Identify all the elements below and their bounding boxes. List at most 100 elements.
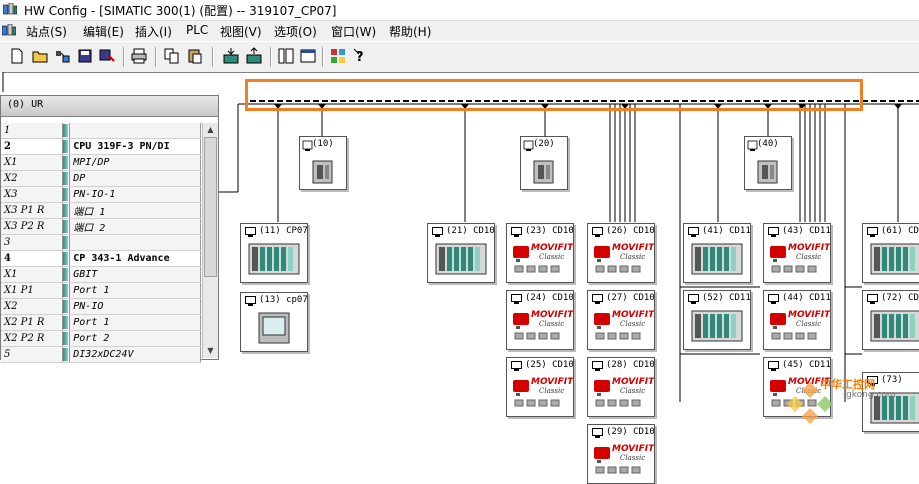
movifit-sub: Classic bbox=[539, 320, 565, 328]
toolbar-separator bbox=[155, 47, 157, 67]
scroll-up-icon[interactable]: ▲ bbox=[207, 125, 214, 134]
rack-module: MPI/DP bbox=[69, 154, 201, 171]
rack-module: 端口 2 bbox=[69, 218, 201, 235]
menu-options[interactable]: 选项(O) bbox=[274, 25, 317, 39]
open-folder-icon[interactable] bbox=[31, 47, 49, 65]
hmi-panel-icon bbox=[258, 312, 290, 344]
menu-insert[interactable]: 插入(I) bbox=[135, 25, 172, 39]
toolbar-separator bbox=[322, 47, 324, 67]
station-40[interactable]: (40) bbox=[744, 136, 792, 190]
rack-module: Port 1 bbox=[69, 282, 201, 299]
copy-icon[interactable] bbox=[163, 47, 181, 65]
device-node-io[interactable]: (41) CD11 bbox=[683, 223, 751, 283]
device-node-io[interactable]: (11) CP07 bbox=[240, 223, 308, 283]
toolbar-separator bbox=[270, 47, 272, 67]
device-pc-icon bbox=[867, 376, 878, 386]
device-label: (21) CD10 bbox=[446, 226, 495, 236]
rack-module: CPU 319F-3 PN/DI bbox=[69, 138, 201, 155]
rack-row[interactable]: X2 PN-IO bbox=[1, 298, 201, 315]
menu-plc[interactable]: PLC bbox=[186, 23, 209, 37]
movifit-brand: MOVIFIT bbox=[788, 243, 831, 253]
menu-window[interactable]: 窗口(W) bbox=[331, 25, 377, 39]
device-pc-icon bbox=[245, 227, 256, 237]
menu-edit[interactable]: 编辑(E) bbox=[83, 25, 124, 39]
menu-help[interactable]: 帮助(H) bbox=[389, 25, 432, 39]
rack-slot: X3 bbox=[1, 186, 64, 203]
rack-scrollbar[interactable]: ▲ ▼ bbox=[202, 123, 218, 358]
station-20[interactable]: (20) bbox=[520, 136, 568, 190]
scroll-thumb[interactable] bbox=[204, 137, 217, 277]
movifit-brand: MOVIFIT bbox=[531, 377, 574, 387]
station-10[interactable]: (10) bbox=[299, 136, 347, 190]
module-icon bbox=[62, 346, 71, 363]
device-node-io[interactable]: (21) CD10 bbox=[427, 223, 495, 283]
window-icon[interactable] bbox=[299, 47, 317, 65]
device-node-io[interactable]: (52) CD11 bbox=[683, 290, 751, 350]
device-label: (43) CD11 bbox=[782, 226, 831, 236]
rack-row[interactable]: 3 bbox=[1, 234, 201, 251]
window-title: HW Config - [SIMATIC 300(1) (配置) -- 3191… bbox=[24, 4, 337, 18]
rack-slot: X1 bbox=[1, 266, 64, 283]
upload-to-pg-icon[interactable] bbox=[245, 47, 263, 65]
rack-module: 端口 1 bbox=[69, 202, 201, 219]
rack-header[interactable]: (0) UR bbox=[1, 96, 218, 117]
save-compile-icon[interactable] bbox=[98, 47, 116, 65]
device-node-io[interactable]: (73) bbox=[862, 372, 919, 432]
module-icon bbox=[62, 330, 71, 347]
rack-row[interactable]: 1 bbox=[1, 123, 201, 139]
paste-icon[interactable] bbox=[186, 47, 204, 65]
device-pc-icon bbox=[768, 294, 779, 304]
device-node-io[interactable]: (72) CD bbox=[862, 290, 919, 350]
rack-view-icon[interactable] bbox=[277, 47, 295, 65]
rack-slot: 3 bbox=[1, 234, 64, 251]
download-to-module-icon[interactable] bbox=[222, 47, 240, 65]
device-label: (73) bbox=[881, 375, 903, 385]
document-icon[interactable] bbox=[2, 24, 16, 37]
rack-slot: X2 bbox=[1, 298, 64, 315]
device-node-io[interactable]: (61) CD bbox=[862, 223, 919, 283]
save-icon[interactable] bbox=[76, 47, 94, 65]
device-label: (23) CD10 bbox=[525, 226, 574, 236]
device-node-hmi[interactable]: (13) cp07 bbox=[240, 292, 308, 352]
download-icon[interactable] bbox=[54, 47, 72, 65]
station-label: (20) bbox=[533, 139, 555, 149]
movifit-sub: Classic bbox=[620, 253, 646, 261]
device-pc-icon bbox=[592, 227, 603, 237]
scroll-down-icon[interactable]: ▼ bbox=[207, 346, 214, 355]
help-icon[interactable]: ? bbox=[353, 47, 371, 65]
menu-station[interactable]: 站点(S) bbox=[26, 25, 67, 39]
device-pc-icon bbox=[768, 361, 779, 371]
movifit-brand: MOVIFIT bbox=[788, 310, 831, 320]
io-rack-icon bbox=[870, 310, 919, 342]
catalog-icon[interactable] bbox=[329, 47, 347, 65]
watermark-url: gkong.com bbox=[846, 390, 896, 400]
rack-module: PN-IO bbox=[69, 298, 201, 315]
device-label: (13) cp07 bbox=[259, 295, 308, 305]
menu-view[interactable]: 视图(V) bbox=[220, 25, 262, 39]
print-icon[interactable] bbox=[130, 47, 148, 65]
new-icon[interactable] bbox=[8, 47, 26, 65]
